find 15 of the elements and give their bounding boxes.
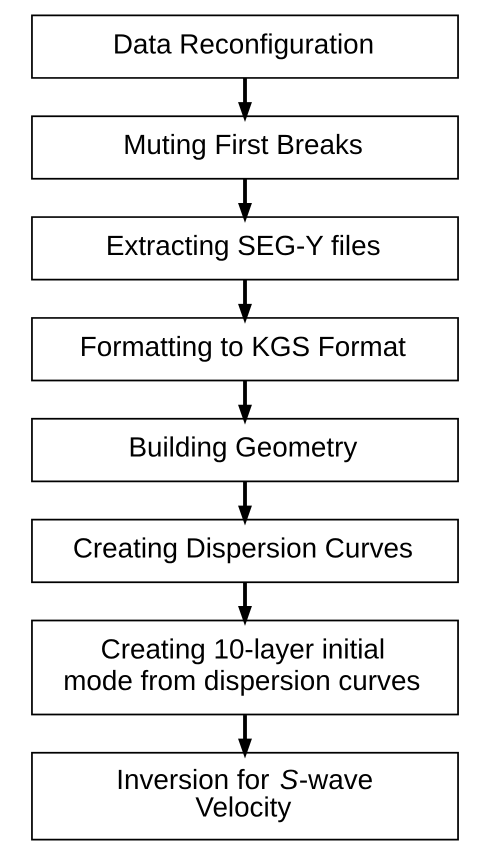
node-box: Data Reconfiguration xyxy=(31,14,459,79)
node-box: Formatting to KGS Format xyxy=(31,317,459,382)
node-box: Creating Dispersion Curves xyxy=(31,518,459,584)
arrow xyxy=(238,715,252,758)
arrow xyxy=(238,78,252,122)
node-box: Building Geometry xyxy=(31,418,459,482)
arrow xyxy=(238,380,252,425)
arrow xyxy=(238,179,252,223)
node-box: Creating 10-layer initial mode from dispersion curves xyxy=(31,620,459,716)
arrow xyxy=(238,280,252,324)
arrow xyxy=(238,582,252,626)
arrow xyxy=(238,482,252,526)
node-box: Muting First Breaks xyxy=(31,115,459,180)
node-box: Inversion for S-wave Velocity xyxy=(31,752,459,841)
node-box: Extracting SEG-Y files xyxy=(31,216,459,281)
